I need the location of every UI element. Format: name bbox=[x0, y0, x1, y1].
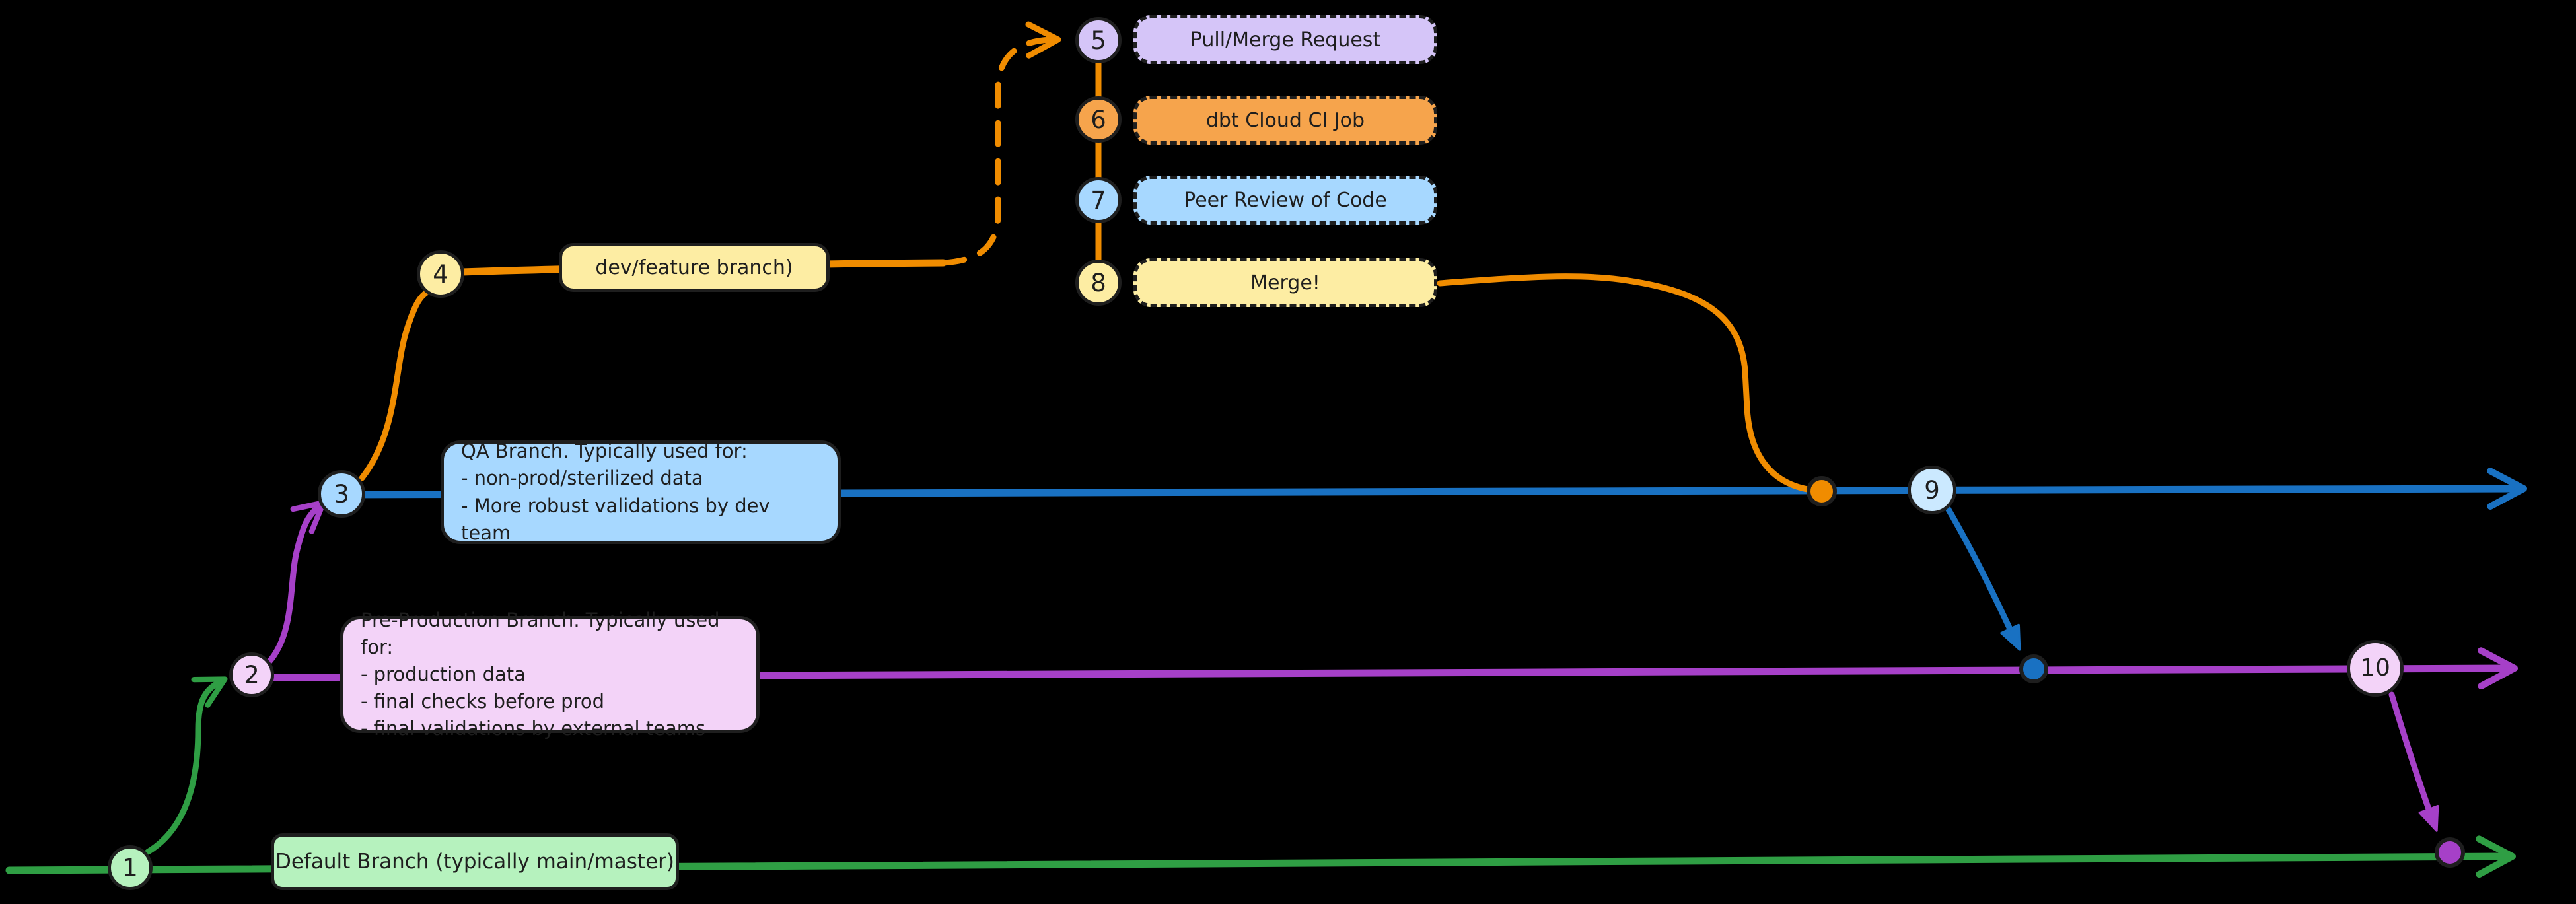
node-number: 3 bbox=[334, 479, 349, 508]
note-line: - final checks before prod bbox=[361, 690, 604, 713]
node-number: 5 bbox=[1091, 26, 1106, 55]
note-line: - More robust validations by dev team bbox=[461, 494, 770, 544]
commit-node-8: 8 bbox=[1075, 260, 1122, 306]
node-number: 8 bbox=[1091, 268, 1106, 297]
commit-node-7: 7 bbox=[1075, 177, 1122, 223]
commit-node-5: 5 bbox=[1075, 17, 1122, 63]
commit-node-6: 6 bbox=[1075, 96, 1122, 143]
step-label: Peer Review of Code bbox=[1184, 188, 1387, 212]
commit-node-9: 9 bbox=[1908, 466, 1956, 514]
step-box-peer-review: Peer Review of Code bbox=[1133, 176, 1437, 225]
step-box-pull-merge-request: Pull/Merge Request bbox=[1133, 15, 1437, 64]
default-branch-label: Default Branch (typically main/master) bbox=[275, 850, 674, 874]
step-label: Pull/Merge Request bbox=[1190, 28, 1381, 52]
node-number: 4 bbox=[433, 260, 448, 289]
merge-commit-dot-preprod bbox=[2019, 654, 2048, 683]
note-line: - production data bbox=[361, 662, 526, 685]
note-line: - final validations by external teams bbox=[361, 717, 706, 740]
feature-to-pr-dashed-arrow bbox=[940, 21, 1061, 266]
qa-branch-title: QA Branch. Typically used for: bbox=[461, 440, 748, 463]
merge-arrow-9-to-preprod bbox=[1945, 505, 2021, 651]
note-line: - non-prod/sterilized data bbox=[461, 467, 703, 490]
qa-branch-note: QA Branch. Typically used for: - non-pro… bbox=[441, 440, 841, 544]
merge-commit-dot-default bbox=[2435, 837, 2465, 868]
node-number: 7 bbox=[1091, 186, 1106, 215]
preprod-branch-title: Pre-Production Branch. Typically used fo… bbox=[361, 608, 720, 658]
commit-node-2: 2 bbox=[229, 652, 274, 697]
node-number: 2 bbox=[244, 660, 260, 689]
preprod-branch-items: - production data - final checks before p… bbox=[361, 661, 705, 743]
step-label: Merge! bbox=[1250, 271, 1320, 295]
qa-branch-items: - non-prod/sterilized data - More robust … bbox=[461, 465, 820, 547]
branch-arrow-1-to-2 bbox=[145, 676, 228, 855]
default-branch-label-box: Default Branch (typically main/master) bbox=[271, 833, 679, 890]
feature-branch-label-box: dev/feature branch) bbox=[559, 243, 830, 292]
branch-arrow-2-to-3 bbox=[265, 500, 326, 666]
preprod-branch-note: Pre-Production Branch. Typically used fo… bbox=[340, 609, 760, 740]
commit-node-4: 4 bbox=[417, 250, 464, 298]
step-box-merge: Merge! bbox=[1133, 258, 1437, 307]
merge-into-qa-line bbox=[1437, 273, 1820, 494]
merge-commit-dot-qa bbox=[1807, 476, 1837, 506]
commit-node-1: 1 bbox=[108, 845, 153, 890]
commit-node-3: 3 bbox=[318, 470, 365, 518]
node-number: 10 bbox=[2360, 654, 2390, 681]
step-label: dbt Cloud CI Job bbox=[1205, 108, 1365, 132]
node-number: 1 bbox=[122, 853, 138, 882]
node-number: 6 bbox=[1091, 105, 1106, 134]
commit-node-10: 10 bbox=[2347, 640, 2404, 697]
step-box-dbt-cloud-ci-job: dbt Cloud CI Job bbox=[1133, 96, 1437, 145]
merge-arrow-10-to-default bbox=[2388, 691, 2439, 832]
node-number: 9 bbox=[1924, 475, 1940, 504]
branch-curve-3-to-4 bbox=[359, 288, 432, 481]
feature-branch-label: dev/feature branch) bbox=[595, 256, 793, 279]
